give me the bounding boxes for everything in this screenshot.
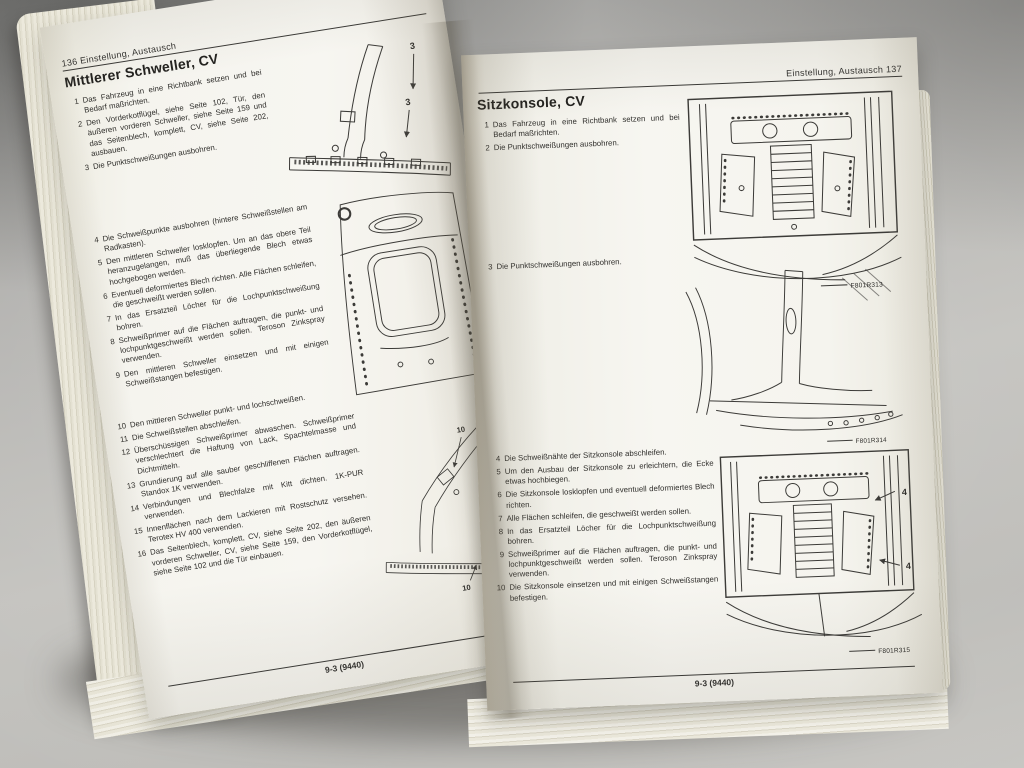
step-number: 10 xyxy=(116,421,127,432)
right-page-title: Sitzkonsole, CV xyxy=(476,92,586,113)
step-number: 11 xyxy=(119,434,129,445)
figure-door-opening-svg xyxy=(337,191,486,396)
step-number: 15 xyxy=(133,526,144,537)
figure-callout: 10 xyxy=(462,583,472,593)
step-number: 13 xyxy=(126,480,137,491)
step-number: 12 xyxy=(120,447,131,458)
figure-linework xyxy=(687,90,902,287)
step-number: 1 xyxy=(73,96,80,107)
step-number: 3 xyxy=(84,162,90,173)
step-number: 4 xyxy=(495,454,501,464)
step-number: 10 xyxy=(496,583,506,593)
figure-seat-console-box-2: 4 4 F801R315 xyxy=(717,445,927,667)
figure-callout: 4 xyxy=(906,561,911,571)
step-number: 4 xyxy=(93,235,100,245)
figure-floor-section-svg: F801R314 xyxy=(685,268,903,445)
figure-seat-console-box-2-svg: 4 4 F801R315 xyxy=(719,449,923,655)
figure-linework xyxy=(288,44,451,176)
step-number: 7 xyxy=(106,314,112,324)
figure-label: F801R315 xyxy=(878,647,910,655)
step-number: 6 xyxy=(497,490,502,500)
figure-linework xyxy=(719,449,923,652)
figure-sill-pillar-svg: 3 3 xyxy=(288,41,451,176)
step-number: 16 xyxy=(136,548,147,560)
step-number: 9 xyxy=(499,550,505,560)
right-page-footer: 9-3 (9440) xyxy=(513,665,916,696)
step-number: 7 xyxy=(498,513,503,523)
figure-linework xyxy=(685,268,903,442)
step-number: 1 xyxy=(484,120,490,130)
right-page: Einstellung, Austausch 137 Sitzkonsole, … xyxy=(461,37,943,711)
figure-door-opening xyxy=(316,180,490,402)
figure-sill-pillar: 3 3 xyxy=(269,28,460,210)
step-number: 8 xyxy=(498,526,504,537)
step-number: 3 xyxy=(488,262,493,272)
figure-callout: 4 xyxy=(902,487,907,497)
step-number: 14 xyxy=(129,503,140,514)
step-number: 6 xyxy=(102,291,109,301)
figure-seat-console-box-1: F801R313 xyxy=(685,88,909,301)
figure-callout: 3 xyxy=(405,97,412,108)
step-text: Die Punktschweißungen ausbohren. xyxy=(496,257,622,272)
step-number: 9 xyxy=(114,370,121,380)
figure-callout: 3 xyxy=(409,41,416,52)
step-number: 8 xyxy=(109,337,116,347)
step-text: Die Sitzkonsole einsetzen und mit einige… xyxy=(509,574,719,603)
step-number: 5 xyxy=(496,467,501,477)
step-text: Schweißprimer auf die Flächen auftragen,… xyxy=(507,541,718,580)
figure-label: F801R314 xyxy=(855,437,887,445)
step-number: 2 xyxy=(77,119,84,130)
figure-floor-section: F801R314 xyxy=(672,256,918,457)
figure-callout: 10 xyxy=(456,425,466,435)
figure-linework xyxy=(337,191,486,396)
figure-seat-console-box-1-svg: F801R313 xyxy=(687,90,902,290)
step-number: 5 xyxy=(97,258,103,268)
step-number: 2 xyxy=(485,143,490,153)
right-page-header: Einstellung, Austausch 137 xyxy=(478,63,903,94)
